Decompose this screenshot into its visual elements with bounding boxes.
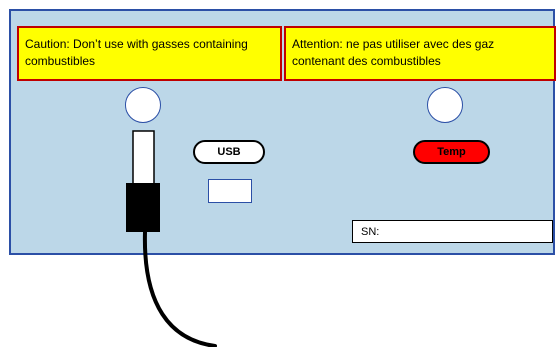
left-connector-circle [125,87,161,123]
usb-connector-icon [126,183,160,232]
usb-port[interactable] [208,179,252,203]
usb-plug-body [132,130,155,185]
right-connector-circle [427,87,463,123]
temp-label: Temp [413,140,490,164]
caution-text-english: Caution: Don’t use with gasses containin… [25,37,248,68]
caution-label-french: Attention: ne pas utiliser avec des gaz … [284,26,556,81]
caution-text-french: Attention: ne pas utiliser avec des gaz … [292,37,495,68]
usb-label: USB [193,140,265,164]
usb-label-text: USB [217,146,241,158]
serial-number-label: SN: [361,226,380,238]
temp-label-text: Temp [437,146,466,158]
serial-number-field: SN: [352,220,553,243]
cable-icon [142,230,217,347]
caution-label-english: Caution: Don’t use with gasses containin… [17,26,282,81]
